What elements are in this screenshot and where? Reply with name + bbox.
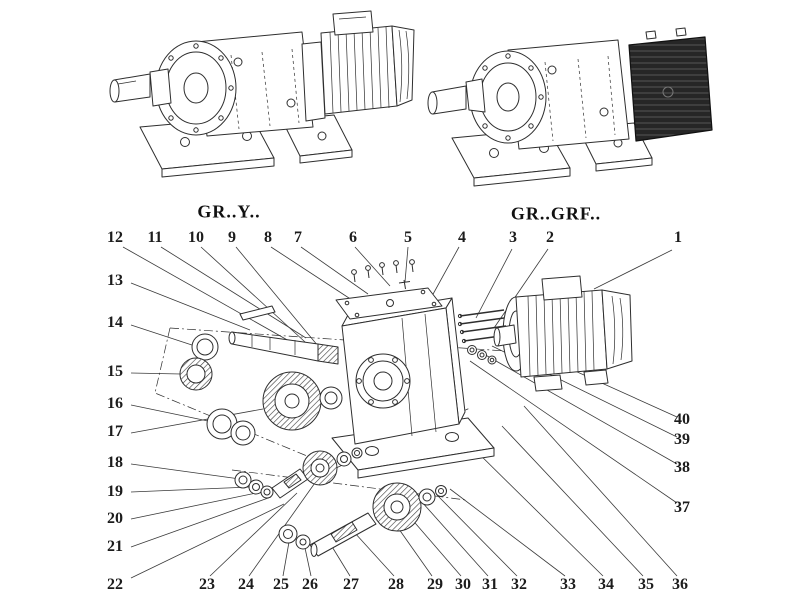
callout-1: 1 (674, 229, 682, 246)
callout-15: 15 (107, 363, 123, 380)
callout-27: 27 (343, 576, 359, 593)
callout-24: 24 (238, 576, 254, 593)
callout-23: 23 (199, 576, 215, 593)
callout-8: 8 (264, 229, 272, 246)
callout-25: 25 (273, 576, 289, 593)
callout-39: 39 (674, 431, 690, 448)
second-stage-drawing (234, 447, 363, 499)
gearmotor-grf-drawing (427, 27, 713, 187)
callout-35: 35 (638, 576, 654, 593)
callout-30: 30 (455, 576, 471, 593)
callout-40: 40 (674, 411, 690, 428)
callout-9: 9 (228, 229, 236, 246)
callout-16: 16 (107, 395, 123, 412)
callout-21: 21 (107, 538, 123, 555)
callout-38: 38 (674, 459, 690, 476)
seal-bearing-drawing (179, 333, 219, 391)
callout-17: 17 (107, 423, 123, 440)
callout-19: 19 (107, 483, 123, 500)
exploded-assembly-drawing (154, 259, 633, 557)
callout-7: 7 (294, 229, 302, 246)
motor-drawing (502, 275, 633, 392)
callout-33: 33 (560, 576, 576, 593)
callout-4: 4 (458, 229, 466, 246)
output-shaft-drawing (278, 482, 447, 557)
gearmotor-gry-drawing (109, 10, 415, 178)
callout-31: 31 (482, 576, 498, 593)
callout-5: 5 (404, 229, 412, 246)
variant-label-gry: GR..Y.. (197, 201, 261, 222)
callout-28: 28 (388, 576, 404, 593)
callout-37: 37 (674, 499, 690, 516)
callout-12: 12 (107, 229, 123, 246)
variant-label-grgrf: GR..GRF.. (510, 203, 602, 224)
input-shaft-drawing (228, 305, 339, 365)
first-stage-gear-drawing (206, 371, 343, 446)
callout-34: 34 (598, 576, 614, 593)
callout-36: 36 (672, 576, 688, 593)
callout-2: 2 (546, 229, 554, 246)
callout-29: 29 (427, 576, 443, 593)
callout-6: 6 (349, 229, 357, 246)
input-fasteners-drawing (457, 309, 517, 365)
callout-20: 20 (107, 510, 123, 527)
callout-22: 22 (107, 576, 123, 593)
callout-26: 26 (302, 576, 318, 593)
callout-32: 32 (511, 576, 527, 593)
callout-14: 14 (107, 314, 123, 331)
cover-bolts (351, 259, 415, 283)
callout-18: 18 (107, 454, 123, 471)
callout-10: 10 (188, 229, 204, 246)
callout-11: 11 (147, 229, 163, 246)
callout-3: 3 (509, 229, 517, 246)
callout-13: 13 (107, 272, 123, 289)
